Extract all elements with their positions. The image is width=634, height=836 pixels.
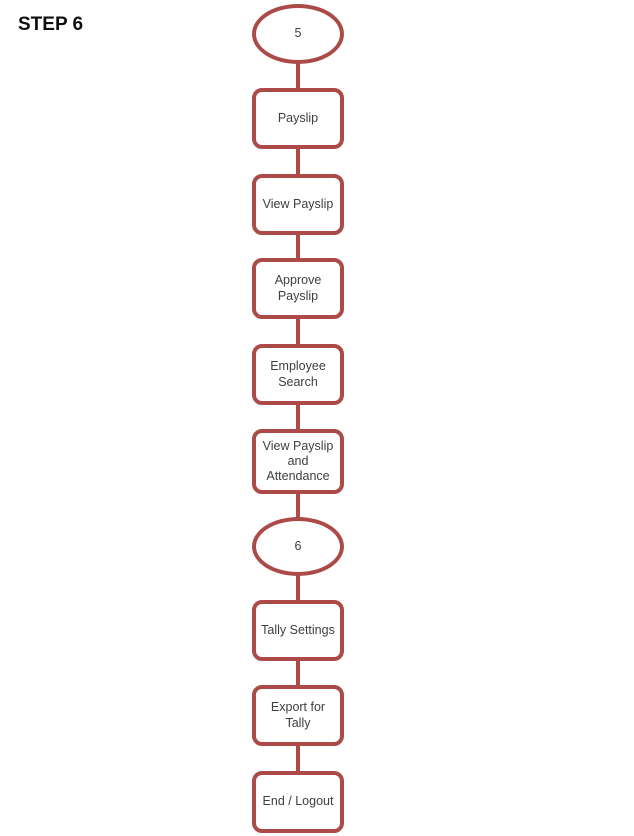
flow-node-view-payslip-attendance: View Payslip and Attendance <box>252 429 344 494</box>
flow-node-payslip: Payslip <box>252 88 344 149</box>
node-label: 6 <box>294 538 302 553</box>
node-label: Approve Payslip <box>274 273 322 303</box>
flow-node-tally-settings: Tally Settings <box>252 600 344 661</box>
flow-node-connector-5: 5 <box>252 4 344 64</box>
flow-node-end-logout: End / Logout <box>252 771 344 833</box>
flow-node-export-for-tally: Export for Tally <box>252 685 344 746</box>
flow-node-employee-search: Employee Search <box>252 344 344 405</box>
flow-node-view-payslip: View Payslip <box>252 174 344 235</box>
node-label: View Payslip and Attendance <box>262 438 334 484</box>
node-label: End / Logout <box>262 794 334 809</box>
node-label: Export for Tally <box>270 700 326 730</box>
node-label: View Payslip <box>262 196 334 211</box>
connector-line <box>296 34 300 800</box>
flow-node-connector-6: 6 <box>252 517 344 576</box>
node-label: Employee Search <box>270 359 326 389</box>
flow-node-approve-payslip: Approve Payslip <box>252 258 344 319</box>
node-label: 5 <box>294 26 302 41</box>
node-label: Tally Settings <box>261 622 335 637</box>
node-label: Payslip <box>277 110 319 125</box>
page-title: STEP 6 <box>18 14 84 35</box>
